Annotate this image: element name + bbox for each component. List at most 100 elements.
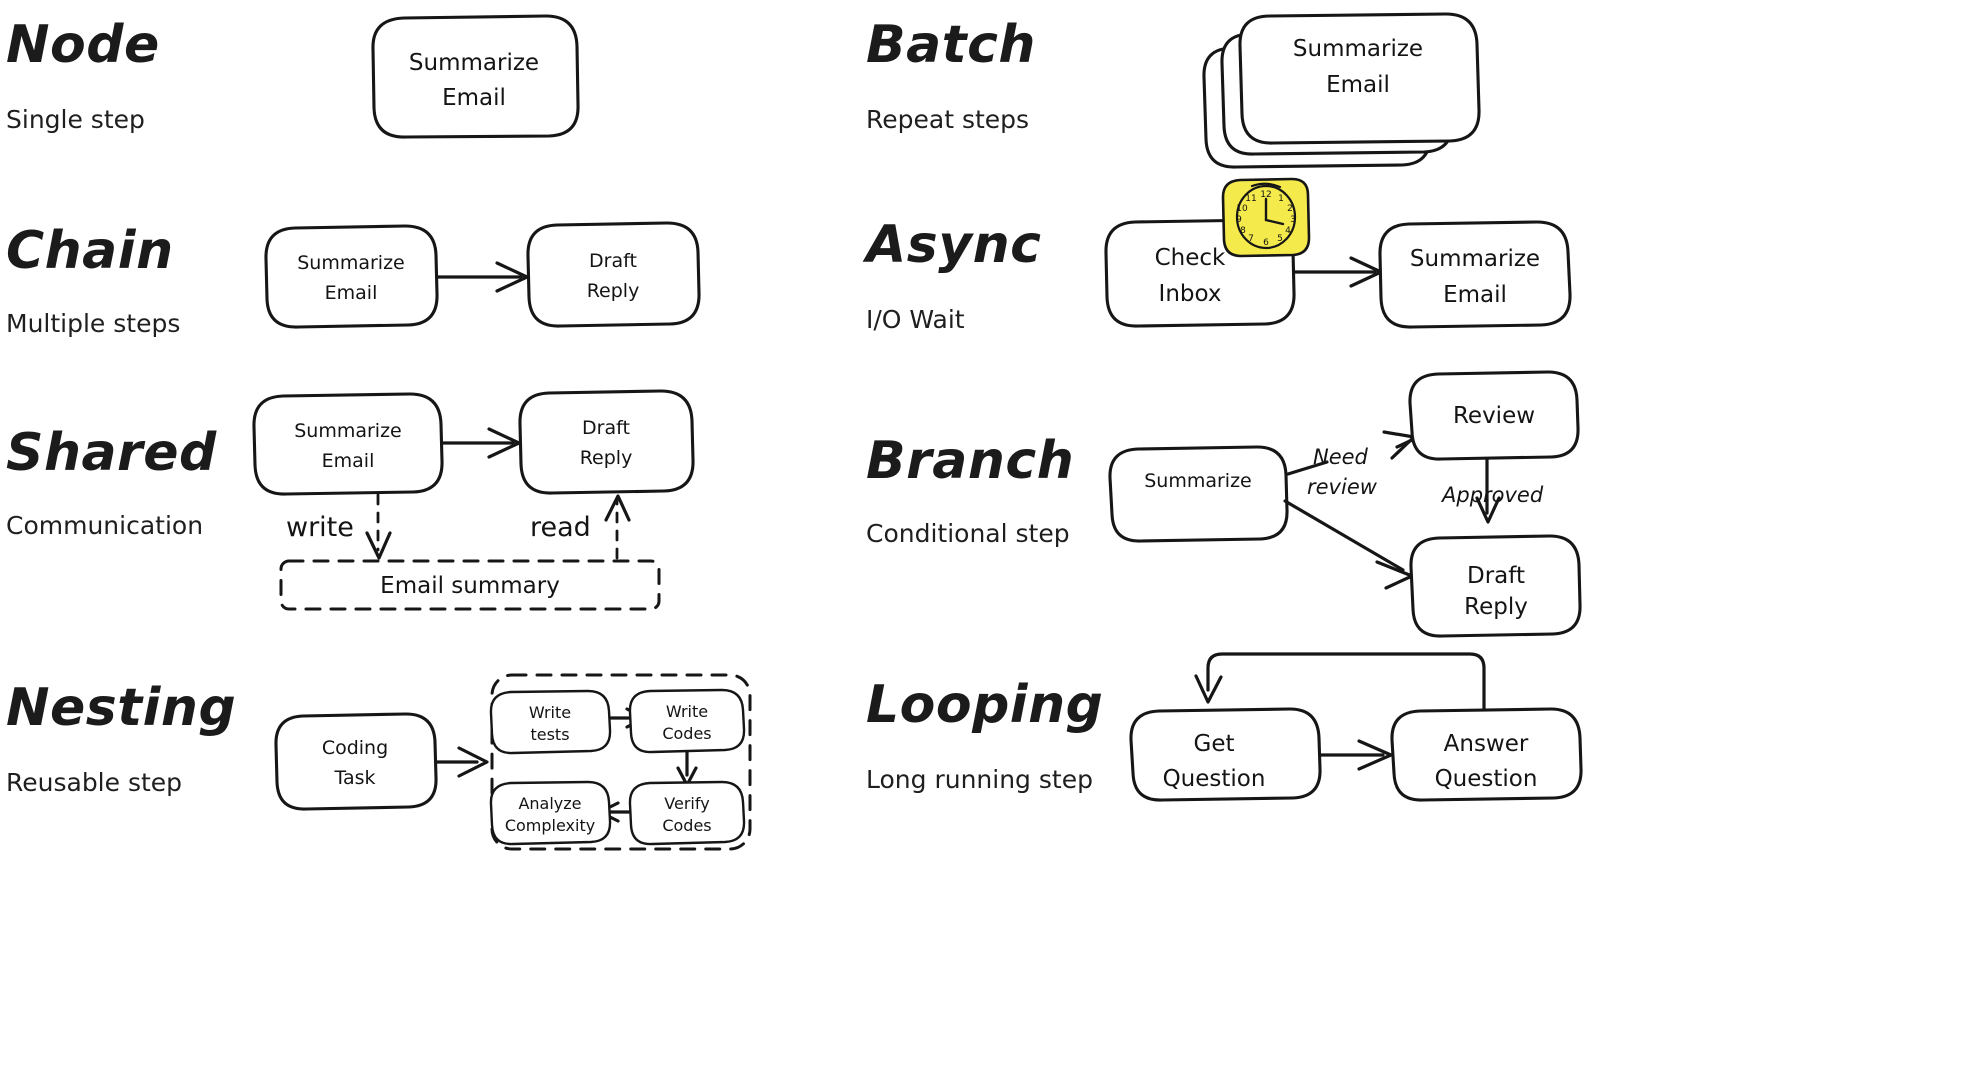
node-lp2[interactable]: Answer Question [1390, 707, 1583, 802]
node-lp2-line1: Answer [1444, 731, 1529, 757]
node-a2[interactable]: Summarize Email [1378, 220, 1572, 329]
node-ns2-line1: Write [666, 702, 708, 721]
node-c1-line1: Summarize [297, 252, 405, 274]
clock-icon: 12 1 2 3 4 5 6 7 8 9 10 11 [1221, 177, 1311, 258]
edge-label-review: review [1307, 475, 1378, 499]
node-a2-line2: Email [1443, 282, 1507, 308]
section-title-nesting: Nesting [6, 678, 236, 738]
svg-text:9: 9 [1236, 215, 1242, 225]
nesting-group-box [490, 673, 752, 851]
section-subtitle-batch: Repeat steps [866, 105, 1029, 134]
section-node: Node Single step Summarize Email [6, 14, 580, 139]
node-s2-line1: Draft [582, 417, 630, 439]
node-br3-line1: Draft [1467, 563, 1525, 589]
node-n1-line1: Summarize [409, 50, 539, 76]
node-c2-line2: Reply [587, 280, 640, 302]
node-ns3-line1: Verify [664, 794, 709, 813]
section-title-shared: Shared [6, 423, 217, 483]
section-title-async: Async [862, 215, 1041, 275]
node-ns0[interactable]: Coding Task [274, 712, 438, 811]
svg-text:2: 2 [1287, 204, 1293, 214]
edge-s1-s3-write: write [286, 493, 392, 560]
node-ns4-line1: Analyze [518, 794, 581, 813]
edge-c1-c2 [435, 261, 529, 293]
node-ns4-line2: Complexity [505, 816, 595, 835]
node-s1-line2: Email [322, 450, 375, 472]
edge-ns0-group [434, 746, 489, 778]
node-a1-line2: Inbox [1159, 281, 1222, 307]
edge-label-read: read [530, 512, 591, 543]
node-br1[interactable]: Summarize [1108, 445, 1289, 543]
edge-s3-s2-read: read [530, 494, 631, 560]
edge-br1-br3 [1283, 499, 1414, 590]
node-b1-line1: Summarize [1293, 36, 1423, 62]
section-subtitle-chain: Multiple steps [6, 309, 180, 338]
svg-text:7: 7 [1248, 234, 1254, 244]
node-s2[interactable]: Draft Reply [518, 389, 695, 495]
node-br2[interactable]: Review [1408, 370, 1580, 461]
node-ns0-line1: Coding [322, 737, 388, 759]
node-n1-line2: Email [442, 85, 506, 111]
node-br3-line2: Reply [1464, 594, 1528, 620]
edge-s1-s2 [440, 427, 521, 459]
svg-text:3: 3 [1290, 215, 1296, 225]
section-title-chain: Chain [6, 221, 174, 281]
section-title-node: Node [6, 15, 160, 75]
edge-label-write: write [286, 512, 354, 543]
node-ns4[interactable]: Analyze Complexity [489, 780, 612, 846]
section-async: Async I/O Wait Check Inbox Summarize Ema… [862, 177, 1572, 334]
node-s3-label: Email summary [380, 573, 560, 599]
section-subtitle-branch: Conditional step [866, 519, 1070, 548]
node-c1[interactable]: Summarize Email [264, 224, 439, 329]
node-lp1[interactable]: Get Question [1129, 707, 1322, 802]
node-ns2-line2: Codes [662, 724, 711, 743]
section-subtitle-async: I/O Wait [866, 305, 965, 334]
edge-br1-br2: Need review [1286, 430, 1416, 499]
section-looping: Looping Long running step Get Question A… [866, 652, 1583, 802]
node-ns1-line2: tests [530, 725, 569, 744]
svg-text:12: 12 [1260, 190, 1271, 200]
section-subtitle-nesting: Reusable step [6, 768, 182, 797]
node-br3[interactable]: Draft Reply [1409, 534, 1582, 638]
node-ns3-line2: Codes [662, 816, 711, 835]
svg-text:4: 4 [1285, 226, 1291, 236]
node-ns1[interactable]: Write tests [489, 689, 612, 755]
node-ns2[interactable]: Write Codes [628, 688, 746, 754]
node-br1-line1: Summarize [1144, 470, 1252, 492]
edge-a1-a2 [1292, 256, 1383, 288]
node-c2-line1: Draft [589, 250, 637, 272]
section-subtitle-looping: Long running step [866, 765, 1093, 794]
section-subtitle-shared: Communication [6, 511, 203, 540]
section-shared: Shared Communication Summarize Email Dra… [6, 389, 695, 611]
node-a1-line1: Check [1155, 245, 1226, 271]
edge-lp1-lp2 [1318, 739, 1393, 771]
edge-br2-br3: Approved [1440, 457, 1544, 524]
node-c1-line2: Email [325, 282, 378, 304]
node-s3-store[interactable]: Email summary [279, 559, 661, 611]
node-ns1-line1: Write [529, 703, 571, 722]
node-n1[interactable]: Summarize Email [371, 14, 580, 139]
node-lp1-line1: Get [1194, 731, 1235, 757]
section-subtitle-node: Single step [6, 105, 145, 134]
svg-text:5: 5 [1277, 234, 1283, 244]
node-b1-line2: Email [1326, 72, 1390, 98]
node-lp1-line2: Question [1163, 766, 1266, 792]
node-b1-stack[interactable]: Summarize Email [1202, 12, 1481, 169]
edge-label-approved: Approved [1440, 483, 1544, 507]
svg-text:8: 8 [1240, 226, 1246, 236]
node-lp2-line2: Question [1435, 766, 1538, 792]
node-ns0-line2: Task [333, 767, 375, 789]
edge-lp2-lp1-loopback [1194, 652, 1486, 714]
node-ns3[interactable]: Verify Codes [628, 780, 746, 846]
svg-text:11: 11 [1245, 194, 1256, 204]
edge-ns2-ns3 [676, 750, 698, 787]
node-c2[interactable]: Draft Reply [526, 221, 701, 328]
node-s1[interactable]: Summarize Email [252, 392, 444, 496]
section-batch: Batch Repeat steps Summarize Email [866, 12, 1481, 169]
node-a2-line1: Summarize [1410, 246, 1540, 272]
edge-label-need: Need [1313, 445, 1369, 469]
section-branch: Branch Conditional step Summarize Need r… [866, 370, 1582, 638]
section-title-looping: Looping [866, 675, 1103, 735]
